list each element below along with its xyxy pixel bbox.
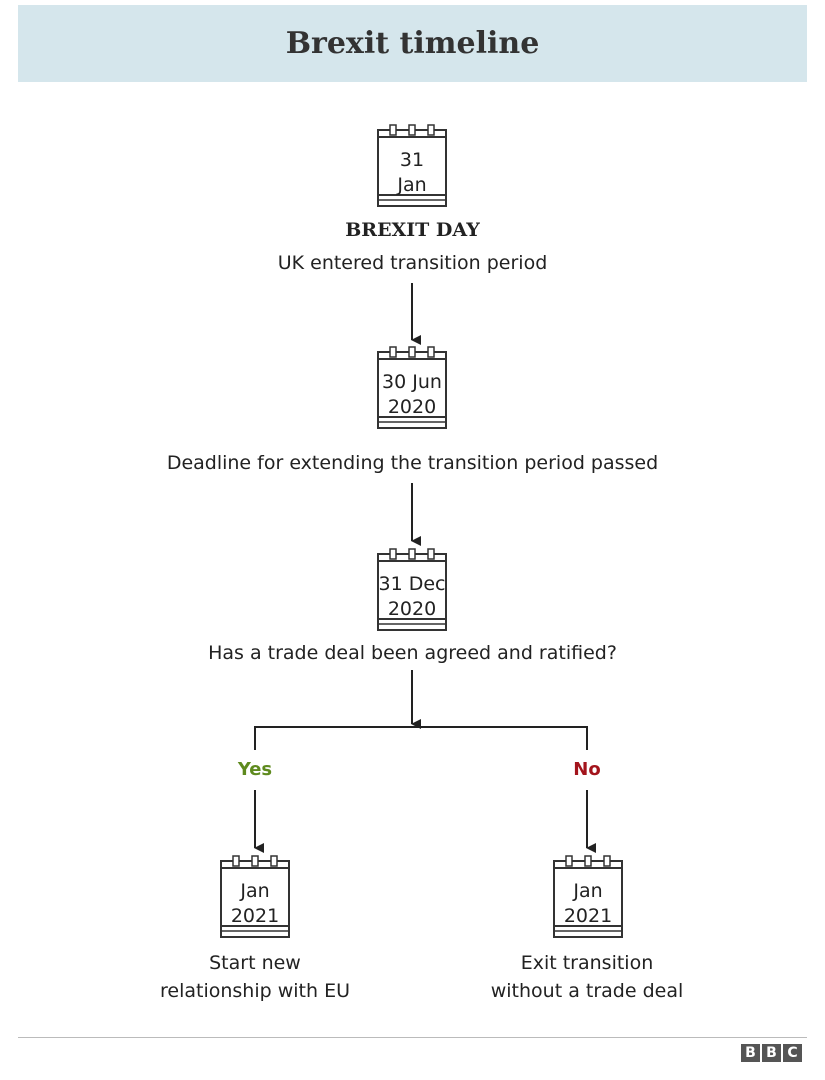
branch-label-no: No <box>573 759 601 780</box>
outcome-no-text: Exit transition without a trade deal <box>490 952 684 1002</box>
calendar-date-line1: 30 Jun <box>382 371 442 393</box>
calendar-date-line1: Jan <box>240 880 270 902</box>
branch-label-yes: Yes <box>237 759 273 780</box>
bbc-logo: B B C <box>741 1044 802 1062</box>
footer-divider <box>18 1037 807 1038</box>
decision-question: Has a trade deal been agreed and ratifie… <box>208 642 617 664</box>
step-text: UK entered transition period <box>277 252 548 274</box>
calendar-date-line2: 2020 <box>387 598 437 620</box>
step-text: Deadline for extending the transition pe… <box>166 452 659 474</box>
branch-split-line <box>254 726 588 750</box>
calendar-icon: 30 Jun 2020 <box>376 346 448 430</box>
page-title: Brexit timeline <box>285 26 540 61</box>
calendar-date-line1: 31 <box>399 149 425 171</box>
calendar-date-line1: Jan <box>573 880 603 902</box>
calendar-date-line2: 2021 <box>563 905 613 927</box>
calendar-date-line2: 2020 <box>387 396 437 418</box>
calendar-icon: 31 Jan <box>376 124 448 208</box>
calendar-icon: Jan 2021 <box>219 855 291 939</box>
calendar-icon: 31 Dec 2020 <box>376 548 448 632</box>
calendar-icon: Jan 2021 <box>552 855 624 939</box>
title-banner: Brexit timeline <box>18 5 807 82</box>
calendar-date-line1: 31 Dec <box>378 573 446 595</box>
outcome-yes-text: Start new relationship with EU <box>160 952 350 1002</box>
calendar-date-line2: 2021 <box>230 905 280 927</box>
step-heading: BREXIT DAY <box>345 219 480 241</box>
calendar-date-line2: Jan <box>397 174 427 196</box>
